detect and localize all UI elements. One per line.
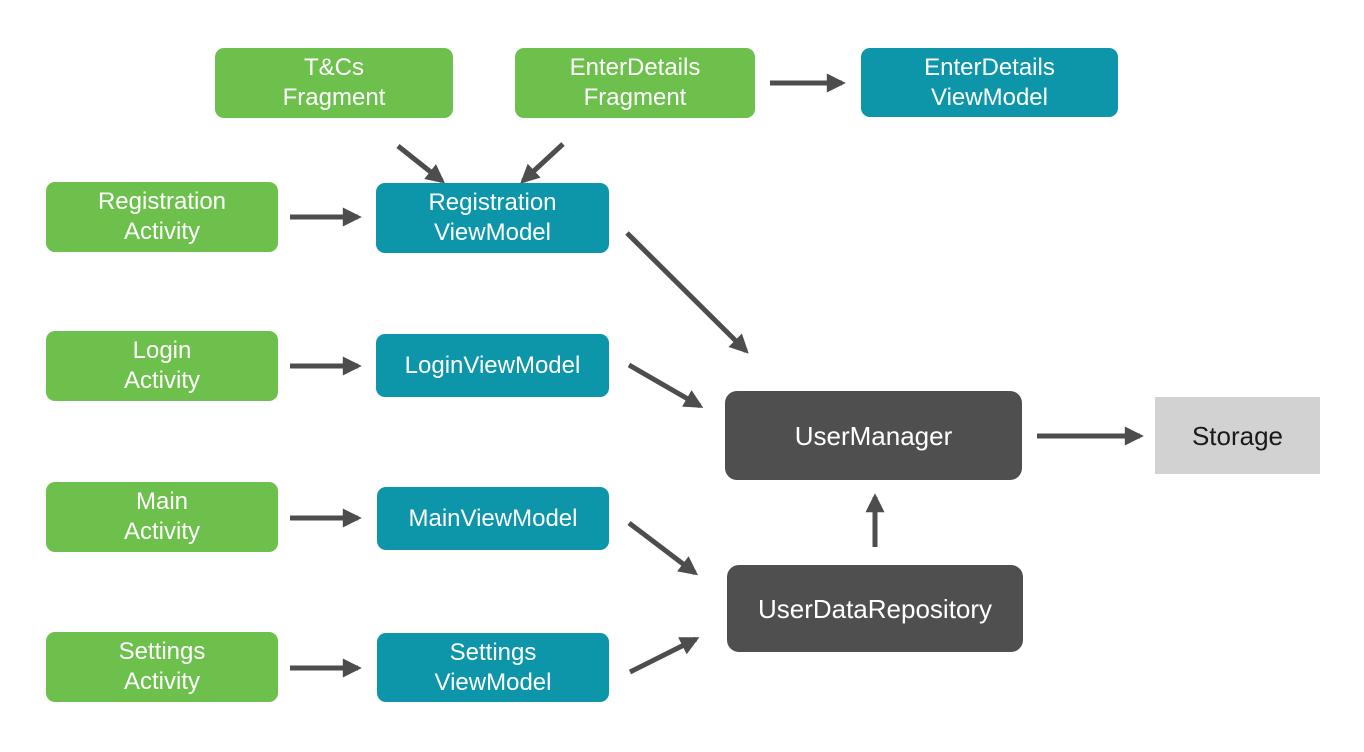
node-label: Registration [97,188,227,215]
node-label: Login [132,337,192,364]
edge-main-viewmodel-to-user-data-repository [627,521,699,576]
node-login-viewmodel: LoginViewModel [376,334,609,397]
node-label: Activity [123,668,200,695]
edge-settings-viewmodel-to-user-data-repository [628,636,700,675]
node-label: Fragment [282,84,386,111]
node-user-data-repository: UserDataRepository [727,565,1023,652]
node-enterdetails-viewmodel: EnterDetails ViewModel [861,48,1118,117]
node-label: UserDataRepository [757,593,993,624]
node-label: Storage [1191,420,1284,451]
node-main-activity: Main Activity [46,482,278,552]
node-label: Registration [428,189,557,216]
node-label: Settings [449,638,537,666]
node-label: ViewModel [434,668,552,696]
node-label: Main [135,488,189,515]
edge-login-viewmodel-to-user-manager [627,362,704,409]
node-settings-viewmodel: Settings ViewModel [377,633,609,702]
node-label: Settings [118,638,206,665]
node-registration-activity: Registration Activity [46,182,278,252]
node-label: Activity [123,367,200,394]
node-label: MainViewModel [408,504,578,532]
edge-registration-viewmodel-to-user-manager [625,231,749,354]
edge-enterdetails-fragment-to-registration-viewmodel [520,142,565,184]
node-label: LoginViewModel [404,351,581,379]
node-enterdetails-fragment: EnterDetails Fragment [515,48,755,118]
node-settings-activity: Settings Activity [46,632,278,702]
node-label: ViewModel [434,219,551,246]
edge-tcs-fragment-to-registration-viewmodel [396,144,445,184]
node-label: Fragment [583,84,687,111]
node-label: T&Cs [304,54,364,81]
node-storage: Storage [1155,397,1320,474]
node-label: Activity [123,218,200,245]
node-login-activity: Login Activity [46,331,278,401]
node-label: EnterDetails [924,53,1055,81]
node-label: EnterDetails [569,54,701,81]
node-main-viewmodel: MainViewModel [377,487,609,550]
node-user-manager: UserManager [725,391,1022,480]
node-label: ViewModel [931,83,1048,111]
node-label: Activity [123,518,200,545]
node-registration-viewmodel: Registration ViewModel [376,183,609,253]
node-tcs-fragment: T&Cs Fragment [215,48,453,118]
node-label: UserManager [794,420,953,451]
